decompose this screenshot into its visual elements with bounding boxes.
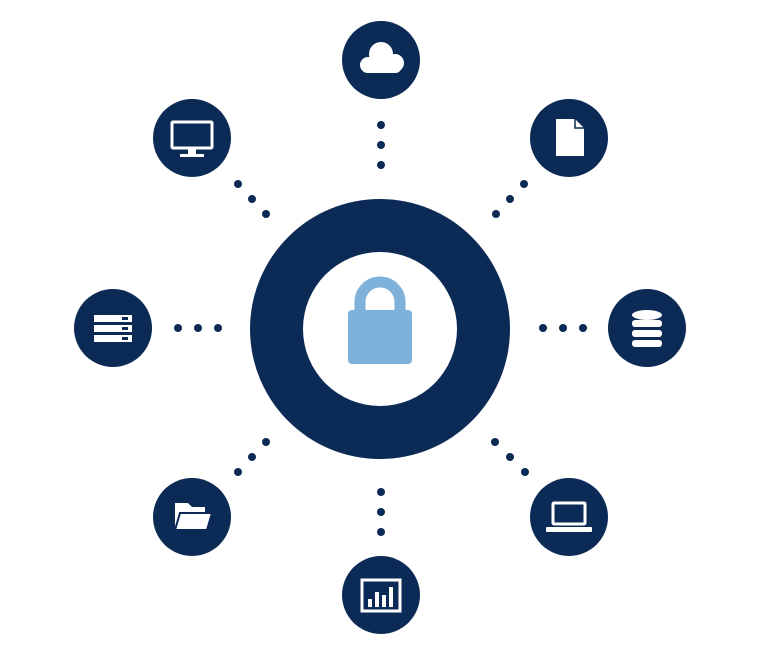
node-chart [342, 556, 420, 634]
monitor-icon [170, 120, 214, 157]
connector-chart [377, 488, 385, 536]
node-monitor [153, 99, 231, 177]
node-laptop [530, 478, 608, 556]
padlock-icon [348, 276, 412, 364]
connector-database [539, 324, 587, 332]
connector-server [174, 324, 222, 332]
folder-icon [173, 503, 214, 531]
document-icon [556, 119, 584, 156]
node-server [74, 289, 152, 367]
node-folder [153, 478, 231, 556]
connectors [174, 121, 587, 536]
bar-chart-icon [360, 578, 402, 613]
cloud-icon [360, 42, 404, 73]
connector-cloud [377, 121, 385, 169]
node-document [530, 99, 608, 177]
node-database [608, 289, 686, 367]
connector-laptop [491, 438, 529, 476]
connector-monitor [234, 180, 270, 218]
database-icon [632, 310, 662, 347]
node-cloud [342, 21, 420, 99]
connector-folder [234, 438, 270, 476]
server-icon [94, 315, 132, 342]
connector-document [492, 180, 528, 218]
laptop-icon [546, 501, 592, 532]
central-hub [250, 199, 510, 459]
